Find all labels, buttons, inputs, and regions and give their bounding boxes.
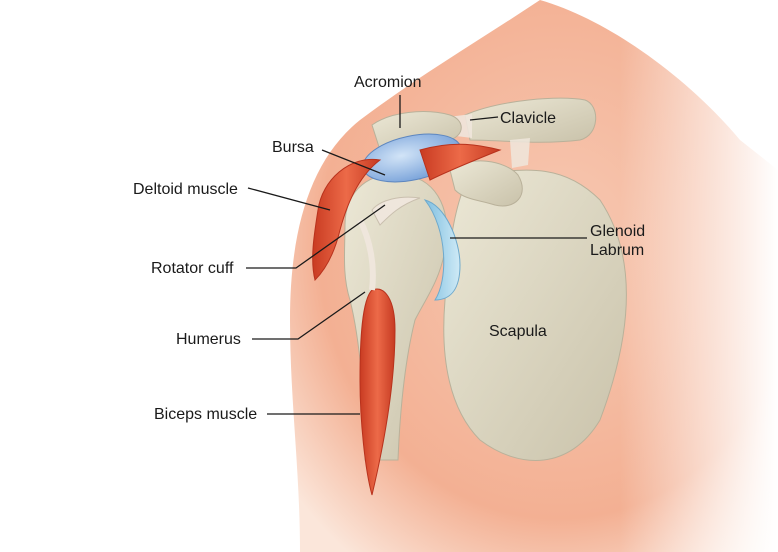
leader-clavicle [469,116,499,121]
label-glenoid-line1: Glenoid [590,223,645,240]
deltoid-muscle [312,143,502,281]
leader-deltoid [247,187,331,211]
biceps-muscle [357,218,396,496]
rotator-cuff-tendon [371,196,421,226]
leader-humerus [252,291,366,340]
label-deltoid: Deltoid muscle [133,181,238,198]
label-bursa: Bursa [272,139,314,156]
leader-lines [246,95,587,415]
scapula-bone [443,169,627,461]
leader-rotator-cuff [246,204,386,269]
label-biceps: Biceps muscle [154,406,257,423]
label-rotator-cuff: Rotator cuff [151,260,234,277]
label-clavicle: Clavicle [500,110,556,127]
label-glenoid-line2: Labrum [590,242,644,259]
label-scapula: Scapula [489,323,547,340]
glenoid-labrum [423,199,461,301]
label-acromion: Acromion [354,74,422,91]
label-humerus: Humerus [176,331,241,348]
leader-bursa [321,149,386,176]
labels: Acromion Clavicle Bursa Deltoid muscle G… [133,74,645,423]
